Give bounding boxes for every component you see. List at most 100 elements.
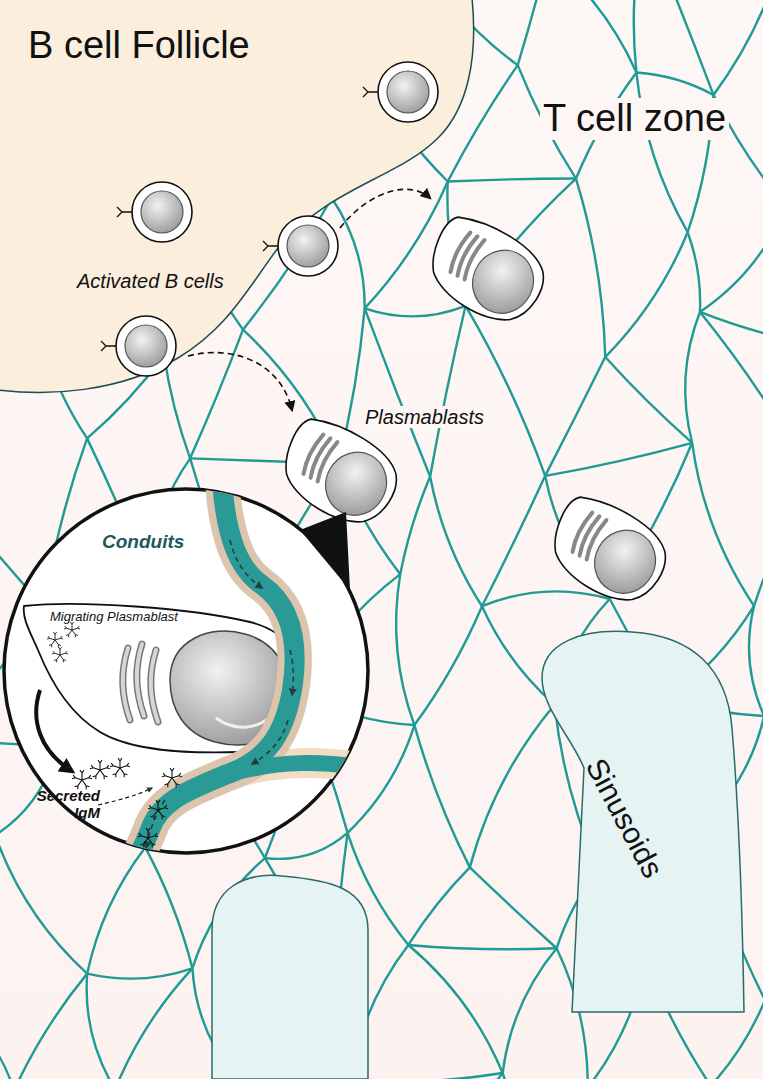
igm-molecules	[47, 622, 182, 847]
reticular-fiber	[338, 464, 400, 575]
region-title: Conduits	[102, 531, 184, 553]
igm-arm	[148, 833, 158, 838]
secretion-arrow	[36, 690, 70, 770]
reticular-fiber	[164, 355, 190, 458]
igm-pentamer	[72, 770, 92, 789]
igm-arm	[90, 765, 100, 770]
reticular-fiber	[406, 1073, 503, 1079]
nucleus	[170, 631, 290, 745]
conduit-channel	[125, 480, 295, 890]
endoplasmic-reticulum	[137, 644, 144, 716]
reticular-fiber	[145, 847, 192, 968]
reticular-fiber	[87, 847, 145, 973]
b-cell	[263, 216, 338, 276]
igm-arm	[165, 778, 172, 787]
igm-arm	[170, 768, 174, 778]
follicle-region	[0, 0, 474, 392]
endoplasmic-reticulum	[315, 441, 339, 482]
follicle-region: B cell FollicleActivated B cells	[0, 0, 480, 398]
reticular-fiber	[243, 330, 338, 464]
igm-arm	[100, 770, 107, 779]
igm-arm	[138, 833, 148, 838]
region-label: Secreted IgM	[28, 787, 100, 822]
b-cell-membrane	[378, 62, 438, 122]
reticular-fiber	[482, 476, 545, 606]
igm-arm	[80, 770, 84, 780]
b-cell-receptor	[101, 341, 116, 351]
igm-arm	[82, 780, 89, 789]
reticular-fiber	[545, 443, 692, 476]
reticular-fiber	[87, 968, 192, 978]
b-cell-receptor	[263, 241, 278, 251]
igm-arm	[148, 838, 155, 847]
reticular-fiber	[408, 945, 502, 1073]
igm-arm	[148, 805, 158, 810]
endoplasmic-reticulum	[300, 433, 324, 474]
plasmablast	[416, 207, 557, 335]
igm-arm	[151, 810, 158, 819]
flow-arrow	[290, 650, 293, 695]
sinusoid-shape	[212, 875, 368, 1079]
b-cell-nucleus	[387, 71, 429, 113]
region-title: B cell Follicle	[28, 24, 250, 68]
reticular-fiber	[685, 312, 700, 443]
endoplasmic-reticulum	[462, 239, 486, 280]
flow-arrow	[230, 540, 262, 588]
endoplasmic-reticulum	[584, 519, 608, 560]
reticular-fiber	[430, 476, 482, 606]
igm-arm	[75, 780, 82, 789]
b-cell-nucleus	[125, 325, 167, 367]
plasmablast-membrane	[416, 207, 557, 335]
igm-arm	[55, 636, 63, 640]
reticular-fiber	[700, 312, 763, 479]
b-cell	[101, 316, 176, 376]
reticular-fiber	[700, 312, 763, 350]
reticular-fiber	[396, 574, 414, 725]
igm-arm	[64, 626, 72, 630]
reticular-fiber	[87, 974, 115, 1079]
reticular-fiber	[545, 357, 605, 476]
region-title: Migrating Plasmablast	[50, 610, 178, 625]
igm-arm	[66, 630, 72, 637]
plasmablast	[538, 487, 679, 615]
reticular-fiber	[115, 968, 192, 1079]
igm-pentamer	[47, 632, 63, 647]
igm-arm	[156, 800, 160, 810]
reticular-fiber	[503, 1073, 544, 1079]
region-label: Activated B cells	[74, 270, 227, 293]
igm-arm	[118, 758, 122, 768]
b-cell-nucleus	[141, 191, 183, 233]
igm-arm	[172, 778, 179, 787]
cell-label: Plasmablasts	[362, 406, 487, 428]
reticular-fiber	[338, 308, 364, 463]
b-cell-receptor	[117, 207, 132, 217]
igm-arm	[72, 630, 78, 637]
igm-arm	[146, 828, 150, 838]
reticular-fiber	[332, 198, 365, 308]
endoplasmic-reticulum	[569, 511, 593, 552]
reticular-fiber	[400, 476, 430, 574]
reticular-fiber	[190, 330, 243, 459]
reticular-fiber	[408, 867, 469, 945]
igm-arm	[72, 626, 80, 630]
reticular-fiber	[713, 0, 763, 95]
igm-arm	[120, 768, 127, 777]
igm-arm	[47, 636, 55, 640]
endoplasmic-reticulum	[151, 650, 158, 722]
reticular-fiber	[470, 867, 557, 948]
reticular-fiber	[408, 945, 556, 949]
igm-arm	[162, 773, 172, 778]
reticular-fiber	[754, 479, 763, 606]
reticular-fiber	[470, 705, 555, 868]
igm-pentamer	[64, 622, 80, 637]
reticular-fiber	[482, 591, 610, 606]
reticular-fiber	[605, 232, 687, 357]
flow-arrow	[252, 720, 288, 764]
plasmablast-cell: Migrating Plasmablast	[20, 600, 305, 755]
reticular-fiber	[692, 443, 754, 606]
sinusoid-shape	[542, 631, 744, 1012]
igm-arm	[49, 640, 55, 647]
igm-arm	[93, 770, 100, 779]
